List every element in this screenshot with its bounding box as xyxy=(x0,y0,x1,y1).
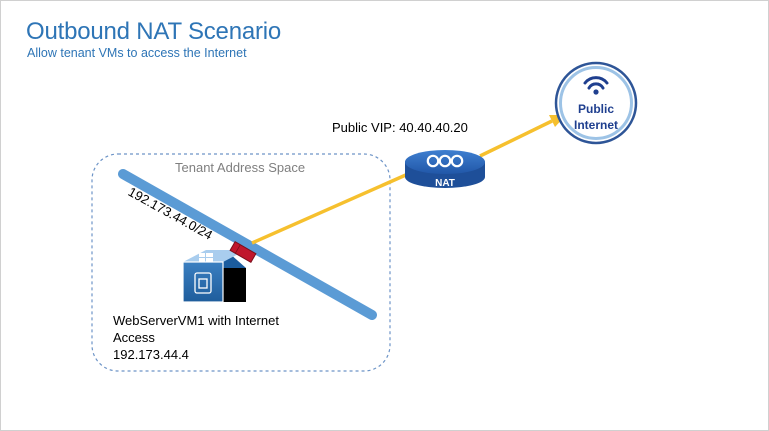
internet-label-line2: Internet xyxy=(574,118,618,132)
internet-label-line1: Public xyxy=(578,102,614,116)
nat-label: NAT xyxy=(435,178,455,189)
slide-subtitle: Allow tenant VMs to access the Internet xyxy=(27,46,247,60)
tenant-address-space-label: Tenant Address Space xyxy=(175,160,306,175)
tenant-address-space-boundary xyxy=(91,153,391,372)
subnet-bar xyxy=(118,169,377,320)
vm-label: WebServerVM1 with Internet Access 192.17… xyxy=(113,312,313,363)
vm-name-line1: WebServerVM1 with Internet xyxy=(113,313,279,328)
vm-cube-icon xyxy=(182,250,246,303)
wifi-icon xyxy=(583,76,609,90)
nat-router-icon xyxy=(405,150,485,188)
nat-to-internet-connection xyxy=(479,119,553,158)
public-internet-node xyxy=(554,61,638,145)
vm-name-line2: Access xyxy=(113,330,155,345)
public-vip-label: Public VIP: 40.40.40.20 xyxy=(332,120,468,135)
slide-title: Outbound NAT Scenario xyxy=(26,18,282,45)
vm-ip-address: 192.173.44.4 xyxy=(113,347,189,362)
windows-logo-icon xyxy=(199,253,213,262)
vm-to-nat-connection xyxy=(251,172,409,245)
network-adapter-icon xyxy=(229,240,257,264)
